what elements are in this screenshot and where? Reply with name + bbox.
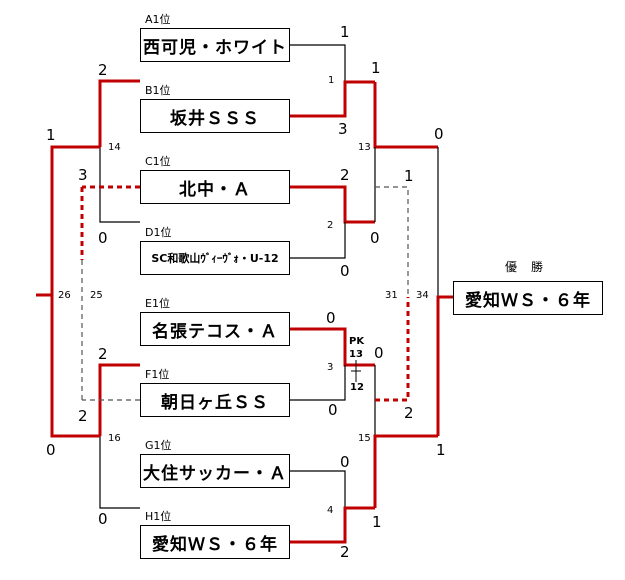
score: 2 [340,166,350,184]
score: 0 [46,441,56,459]
line-final-bottom-win [436,295,453,436]
match-number: 25 [90,290,103,301]
team-box: SC和歌山ｳﾞｨｰｳﾞｫ・U-12 [140,241,290,275]
score: 0 [328,401,338,419]
score: 0 [340,453,350,471]
score: 0 [374,344,384,362]
line-3rd-bottom-win [375,297,410,402]
pk-score-top: 13 [349,349,363,360]
seed-label: A1位 [145,13,171,26]
score: 2 [340,543,350,561]
match-number: 14 [108,142,121,153]
pk-label: PK [349,336,365,347]
score: 0 [370,229,380,247]
line-left-gh [99,436,140,509]
line-e1-r1-win [290,327,375,367]
team-box: 愛知ＷＳ・６年 [140,525,290,559]
score: 2 [404,404,414,422]
match-number: 15 [358,433,371,444]
line-f1-r1 [290,365,346,401]
line-r2-bottom-win [373,434,438,508]
seed-label: F1位 [145,368,170,381]
score: 1 [372,513,382,531]
line-b1-r1-win [290,80,375,118]
line-left-c1d1 [99,147,140,223]
match-number: 3 [327,362,333,373]
seed-label: D1位 [145,226,172,239]
line-3rd-top [375,186,409,297]
line-g1-r1 [290,470,346,508]
pk-score-bottom: 12 [350,382,364,393]
score: 0 [98,229,108,247]
line-left-r2-top-win [50,145,100,295]
match-number: 26 [58,290,71,301]
champion-title: 優勝 [505,260,558,274]
score: 3 [78,166,88,184]
match-number: 34 [416,290,429,301]
match-number: 4 [327,505,333,516]
seed-label: E1位 [145,297,170,310]
team-box: 北中・Ａ [140,170,290,204]
seed-label: B1位 [145,84,171,97]
match-number: 1 [328,75,334,86]
line-left-a1b1 [98,79,140,147]
line-d1-r1 [290,222,346,259]
score: 1 [46,126,56,144]
score: 0 [98,510,108,528]
line-left-r2-bottom-win [50,295,100,438]
score: 1 [340,23,350,41]
line-r2-top-win [373,82,438,149]
score: 2 [98,61,108,79]
team-box: 朝日ヶ丘ＳＳ [140,383,290,417]
team-box: 名張テコス・Ａ [140,312,290,346]
score: 1 [404,167,414,185]
line-a1-r1 [290,44,346,82]
match-number: 16 [108,433,121,444]
score: 3 [338,120,348,138]
seed-label: H1位 [145,510,172,523]
score: 0 [340,262,350,280]
line-h1-r1-win [290,506,375,544]
score: 2 [98,345,108,363]
score: 0 [434,125,444,143]
score: 1 [371,59,381,77]
match-number: 31 [385,290,398,301]
match-number: 2 [327,220,333,231]
seed-label: C1位 [145,155,171,168]
score: 0 [326,309,336,327]
champion-box: 愛知ＷＳ・６年 [453,281,603,315]
score: 2 [78,407,88,425]
match-number: 13 [358,142,371,153]
team-box: 坂井ＳＳＳ [140,99,290,133]
line-c1-r1-win [290,185,375,224]
team-box: 西可児・ホワイト [140,28,290,62]
line-left-ef [98,363,140,436]
team-box: 大住サッカー・Ａ [140,454,290,488]
score: 1 [436,441,446,459]
seed-label: G1位 [145,439,172,452]
